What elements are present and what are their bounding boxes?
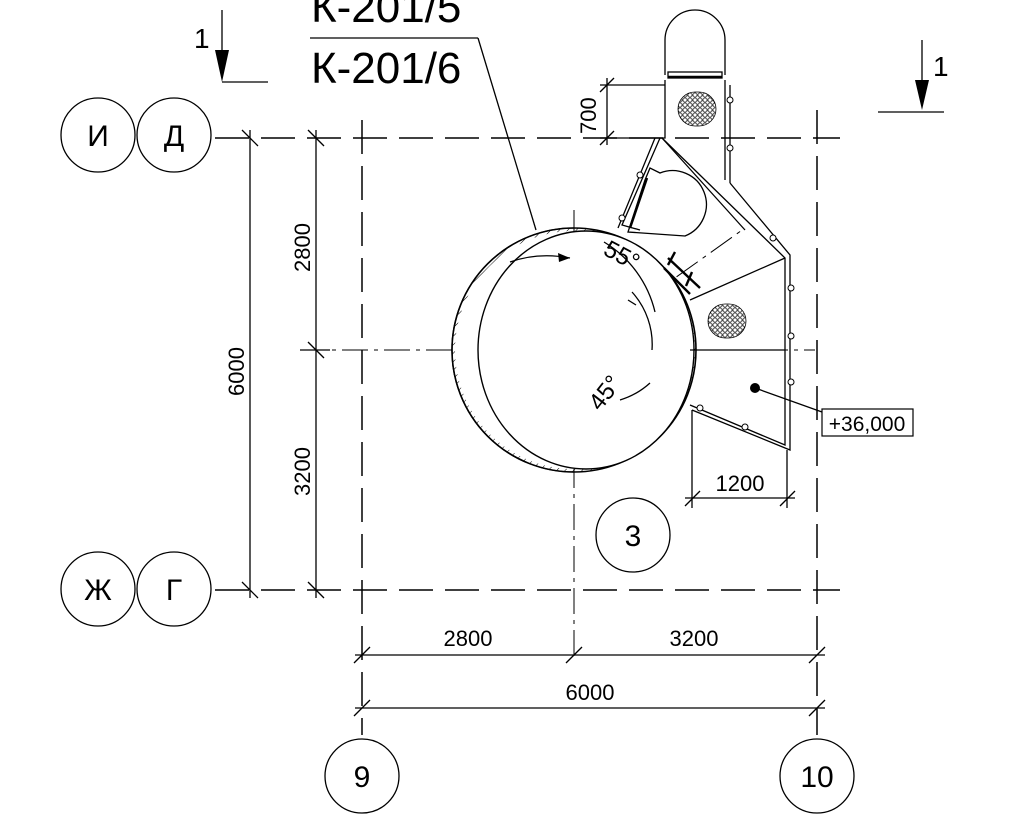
leaders	[310, 37, 823, 413]
upper-mesh	[677, 91, 717, 127]
dim-bottom-3200: 3200	[670, 626, 719, 651]
dim-left-2800: 2800	[290, 223, 315, 272]
dim-left-6000: 6000	[224, 347, 249, 396]
section-mark-right: 1	[878, 40, 949, 113]
dimension-texts: 700 2800 3200 6000 2800 3200 6000 1200	[224, 97, 764, 705]
section-mark-right-label: 1	[933, 51, 949, 82]
svg-text:3: 3	[625, 520, 642, 553]
duct-assembly	[617, 9, 795, 451]
axis-bubble-Г	[136, 551, 212, 627]
grid-axes	[215, 110, 840, 735]
axis-bubble-И	[60, 97, 136, 173]
zone-bubble	[595, 497, 671, 573]
axis-bubbles: И Д Ж Г 9 10 3	[60, 97, 855, 814]
lower-mesh	[707, 303, 747, 339]
dim-1200: 1200	[716, 471, 765, 496]
axis-bubble-Д	[136, 97, 212, 173]
dim-700: 700	[576, 97, 601, 134]
nozzle-flange	[663, 251, 701, 295]
axis-bubble-Ж	[60, 551, 136, 627]
svg-text:9: 9	[354, 761, 371, 794]
elevation-marker: +36,000	[821, 408, 914, 437]
svg-text:Г: Г	[166, 574, 182, 607]
svg-text:10: 10	[800, 761, 833, 794]
svg-text:Д: Д	[164, 120, 184, 153]
axis-bubble-9	[324, 738, 400, 814]
angle-arcs	[603, 241, 656, 401]
section-mark-left: 1	[194, 10, 268, 83]
equipment-label-bottom: К-201/6	[311, 44, 461, 93]
dimension-lines	[241, 77, 826, 717]
elevation-box	[821, 408, 914, 437]
section-mark-left-label: 1	[194, 23, 210, 54]
svg-text:И: И	[87, 120, 109, 153]
equipment-label: К-201/5 К-201/6	[311, 0, 461, 93]
axis-bubble-10	[779, 738, 855, 814]
dim-bottom-2800: 2800	[444, 626, 493, 651]
elevation-value: +36,000	[829, 413, 906, 436]
svg-text:Ж: Ж	[84, 574, 112, 607]
dim-left-3200: 3200	[290, 447, 315, 496]
dim-bottom-6000: 6000	[566, 680, 615, 705]
tank-vessel	[451, 227, 697, 473]
equipment-label-top: К-201/5	[311, 0, 461, 32]
